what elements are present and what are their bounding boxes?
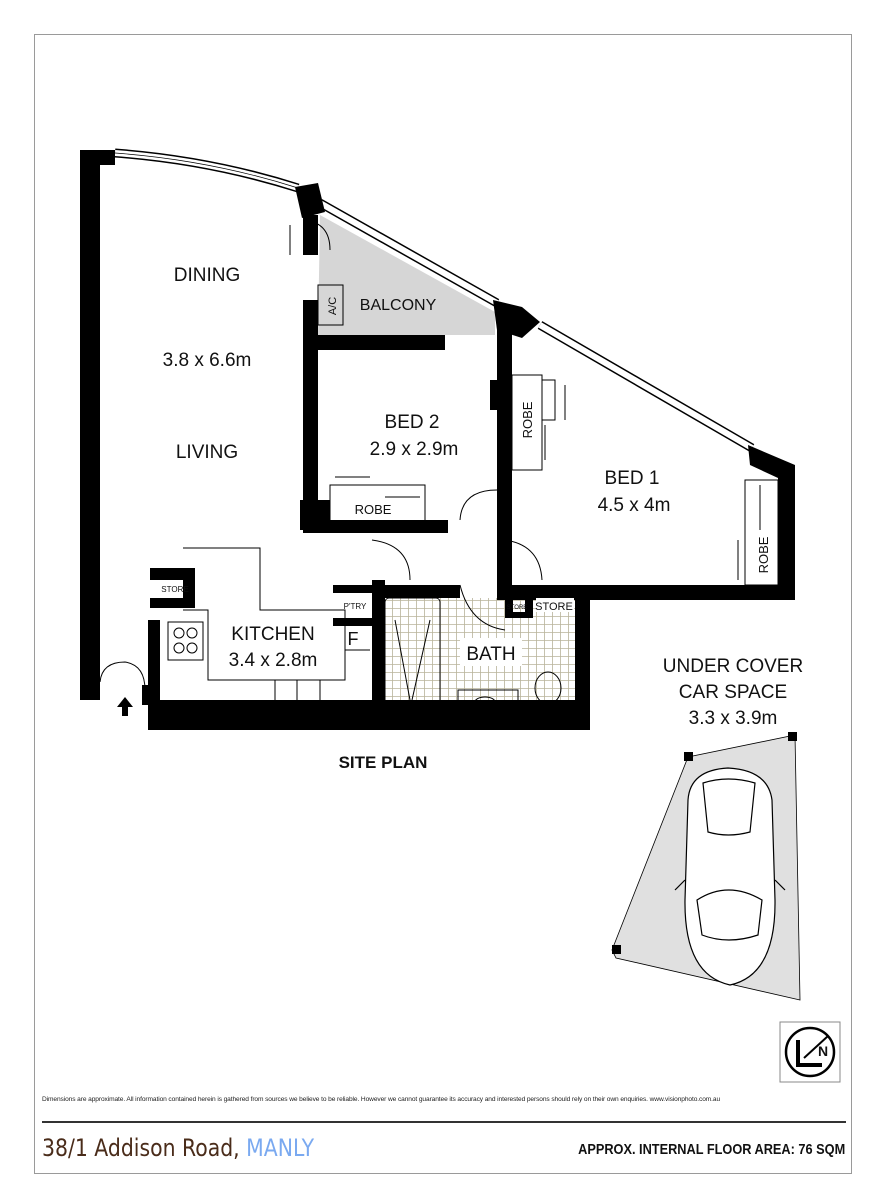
bath-store-label: STORE xyxy=(535,601,573,613)
car-icon xyxy=(674,767,786,986)
bed1-label: BED 1 xyxy=(605,468,660,489)
bath-label: BATH xyxy=(466,644,515,665)
fixtures xyxy=(167,284,779,714)
site-plan-label: SITE PLAN xyxy=(339,753,428,772)
floor-area: APPROX. INTERNAL FLOOR AREA: 76 SQM xyxy=(577,1141,845,1158)
car-space-dims: 3.3 x 3.9m xyxy=(689,708,778,729)
kitchen-label: KITCHEN xyxy=(231,624,314,645)
svg-text:N: N xyxy=(818,1043,828,1059)
dining-label: DINING xyxy=(174,265,241,286)
property-address: 38/1 Addison Road, MANLY xyxy=(42,1134,314,1162)
kitchen-dims: 3.4 x 2.8m xyxy=(229,650,318,671)
disclaimer-text: Dimensions are approximate. All informat… xyxy=(42,1096,721,1103)
car-space-title-2: CAR SPACE xyxy=(679,682,787,703)
footer-divider xyxy=(42,1121,846,1123)
ac-label: A/C xyxy=(327,297,339,315)
entry-arrow-icon xyxy=(117,697,133,716)
room-labels: DINING 3.8 x 6.6m LIVING BALCONY A/C BED… xyxy=(161,265,771,671)
balcony-label: BALCONY xyxy=(360,297,437,314)
living-label: LIVING xyxy=(176,442,238,463)
kitchen-store-label: STORE xyxy=(161,585,188,594)
bed2-dims: 2.9 x 2.9m xyxy=(370,439,459,460)
street-address: 38/1 Addison Road, xyxy=(42,1134,247,1162)
living-dims: 3.8 x 6.6m xyxy=(163,350,252,371)
sliding-door-arrows xyxy=(289,225,761,580)
bed1-robe2-label: ROBE xyxy=(756,536,771,573)
suburb: MANLY xyxy=(246,1134,315,1162)
bed2-label: BED 2 xyxy=(385,412,440,433)
bed1-dims: 4.5 x 4m xyxy=(598,495,671,516)
balcony-area xyxy=(318,215,495,335)
walls xyxy=(80,150,795,730)
page-border xyxy=(34,34,852,1174)
pantry-label: P'TRY xyxy=(344,602,367,611)
fridge-label: F xyxy=(348,629,359,649)
car-space-title-1: UNDER COVER xyxy=(663,656,803,677)
bed1-robe-label: ROBE xyxy=(520,401,535,438)
car-space: UNDER COVER CAR SPACE 3.3 x 3.9m xyxy=(611,656,803,1001)
diagonal-window xyxy=(317,199,755,452)
bed2-robe-label: ROBE xyxy=(355,502,392,517)
doors xyxy=(99,219,543,691)
north-arrow-icon: N xyxy=(779,1021,841,1083)
bath-store-small-label: STORE xyxy=(507,605,528,611)
